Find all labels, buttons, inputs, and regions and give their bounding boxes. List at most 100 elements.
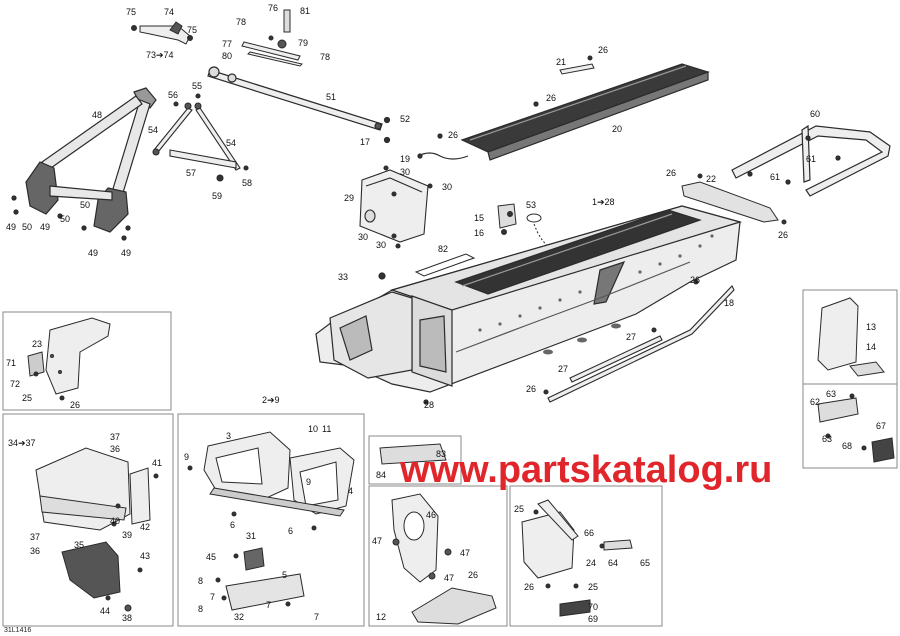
- callout: 26: [666, 168, 676, 178]
- callout: 67: [876, 421, 886, 431]
- callout: 26: [70, 400, 80, 410]
- callout: 26: [598, 45, 608, 55]
- callout: 50: [80, 200, 90, 210]
- part-5-31: [215, 547, 305, 611]
- panel-29: [359, 165, 433, 249]
- callout: 26: [526, 384, 536, 394]
- callout: 35: [74, 540, 84, 550]
- callout: 51: [326, 92, 336, 102]
- callout: 40: [110, 516, 120, 526]
- tunnel-cover-20: [437, 63, 710, 161]
- callout: 14: [866, 342, 876, 352]
- box-frame-46: [368, 485, 508, 627]
- callout: 62: [810, 397, 820, 407]
- callout: 79: [298, 38, 308, 48]
- callout: 41: [152, 458, 162, 468]
- callout: 25: [588, 582, 598, 592]
- callout: 31: [246, 531, 256, 541]
- callout: 10: [308, 424, 318, 434]
- callout: 78: [236, 17, 246, 27]
- callout-labels: 75 74 75 73➔74 76 81 78 77 79 80 78 21 2…: [6, 3, 886, 624]
- rail-21: [559, 55, 595, 75]
- callout: 83: [436, 449, 446, 459]
- callout: 25: [22, 393, 32, 403]
- callout: 48: [92, 110, 102, 120]
- callout: 23: [32, 339, 42, 349]
- callout: 4: [348, 486, 353, 496]
- callout: 16: [474, 228, 484, 238]
- callout: 36: [30, 546, 40, 556]
- slide-rails-18: [543, 279, 735, 403]
- callout: 71: [6, 358, 16, 368]
- callout: 7: [314, 612, 319, 622]
- callout: 15: [474, 213, 484, 223]
- callout: 63: [826, 389, 836, 399]
- callout: 49: [6, 222, 16, 232]
- callout: 26: [546, 93, 556, 103]
- callout: 34➔37: [8, 438, 36, 448]
- callout: 19: [400, 154, 410, 164]
- callout: 37: [30, 532, 40, 542]
- callout: 43: [140, 551, 150, 561]
- callout: 50: [60, 214, 70, 224]
- callout: 21: [556, 57, 566, 67]
- callout: 47: [444, 573, 454, 583]
- bumper-bracket-22: [681, 173, 787, 225]
- callout: 63: [822, 434, 832, 444]
- box-frame-23: [2, 311, 172, 411]
- callout: 26: [778, 230, 788, 240]
- callout: 45: [206, 552, 216, 562]
- callout: 7: [210, 592, 215, 602]
- callout: 61: [806, 154, 816, 164]
- callout: 75: [187, 25, 197, 35]
- callout: 76: [268, 3, 278, 13]
- hinge-15: [497, 203, 517, 235]
- seal-53: [526, 213, 549, 247]
- callout: 78: [320, 52, 330, 62]
- callout: 60: [810, 109, 820, 119]
- part-24: [521, 499, 633, 617]
- callout: 49: [121, 248, 131, 258]
- callout: 66: [584, 528, 594, 538]
- callout: 30: [400, 167, 410, 177]
- cable-19: [417, 152, 469, 160]
- tube-bracket-77: [241, 9, 303, 67]
- callout: 26: [468, 570, 478, 580]
- callout: 24: [586, 558, 596, 568]
- callout: 6: [288, 526, 293, 536]
- callout: 42: [140, 522, 150, 532]
- callout: 77: [222, 39, 232, 49]
- callout: 37: [110, 432, 120, 442]
- callout: 27: [558, 364, 568, 374]
- tunnel-holes: [478, 234, 714, 355]
- callout: 8: [198, 604, 203, 614]
- callout: 38: [122, 613, 132, 623]
- callout: 27: [626, 332, 636, 342]
- callout: 70: [588, 602, 598, 612]
- callout: 26: [690, 275, 700, 285]
- box-frame-34: [2, 413, 174, 627]
- callout: 13: [866, 322, 876, 332]
- box-frame-25: [509, 485, 663, 627]
- callout: 11: [322, 424, 331, 434]
- callout: 50: [22, 222, 32, 232]
- callout: 26: [524, 582, 534, 592]
- front-frame-48: [11, 87, 157, 241]
- callout: 12: [376, 612, 386, 622]
- callout: 56: [168, 90, 178, 100]
- rear-bumper-60: [731, 124, 891, 197]
- callout: 32: [234, 612, 244, 622]
- callout: 1➔28: [592, 197, 615, 207]
- callout: 74: [164, 7, 174, 17]
- callout: 84: [376, 470, 386, 480]
- callout: 22: [706, 174, 716, 184]
- part-23: [27, 317, 111, 401]
- callout: 47: [460, 548, 470, 558]
- part-46-12: [391, 493, 497, 625]
- part-13: [817, 297, 885, 377]
- callout: 64: [608, 558, 618, 568]
- callout: 44: [100, 606, 110, 616]
- watermark: www.partskatalog.ru: [399, 449, 772, 491]
- box-frame-2: [177, 413, 365, 627]
- callout: 30: [442, 182, 452, 192]
